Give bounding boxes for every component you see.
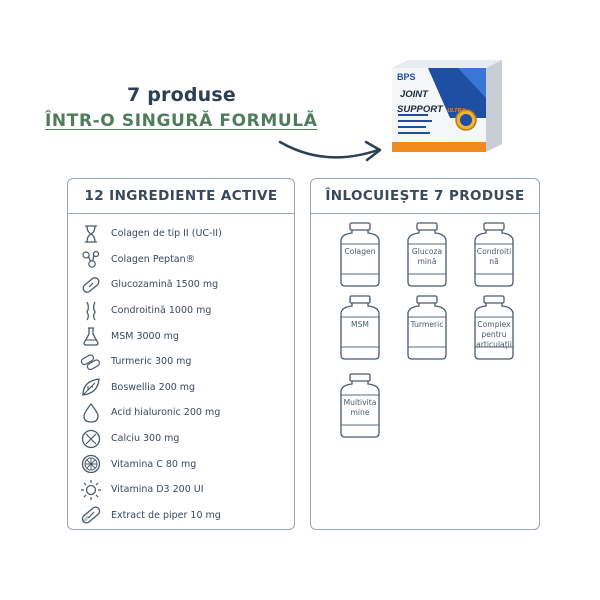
bottle-icon: Colagen	[338, 222, 382, 287]
citrus-icon	[81, 454, 101, 474]
replaced-products-panel-title: ÎNLOCUIEȘTE 7 PRODUSE	[325, 188, 525, 204]
ingredient-item: Vitamina C 80 mg	[80, 451, 290, 477]
ingredient-item: Boswellia 200 mg	[80, 375, 290, 401]
ingredient-label: Condroitină 1000 mg	[111, 305, 212, 317]
ingredient-label: Extract de piper 10 mg	[111, 509, 221, 521]
bottle-icon: Complex pentru articulații	[472, 295, 516, 360]
ingredient-item: Glucozamină 1500 mg	[80, 272, 290, 298]
hourglass-icon	[85, 225, 97, 243]
ingredient-item: Acid hialuronic 200 mg	[80, 400, 290, 426]
bottle-icon: Multivita mine	[338, 373, 382, 438]
bottle-icon: Turmeric	[405, 295, 449, 360]
leaf-icon	[82, 378, 100, 397]
bottle-icon: Condroiti nă	[472, 222, 516, 287]
product-name-suffix: ULTRA	[447, 108, 466, 114]
bottle-label: Multivita mine	[343, 398, 377, 417]
ingredient-item: Vitamina D3 200 UI	[80, 477, 290, 503]
ingredient-label: Calciu 300 mg	[111, 433, 180, 445]
ingredient-label: MSM 3000 mg	[111, 330, 179, 342]
bottle-label: Complex pentru articulații	[476, 320, 512, 349]
capsule-group-icon	[80, 354, 101, 370]
ingredient-label: Boswellia 200 mg	[111, 381, 196, 393]
ingredient-item: Calciu 300 mg	[80, 426, 290, 452]
bottle-label: Glucoza mină	[411, 247, 443, 266]
bottle-label: Condroiti nă	[476, 247, 512, 266]
joint-icon	[86, 301, 96, 320]
ingredient-label: Glucozamină 1500 mg	[111, 279, 219, 291]
product-brand: BPS	[397, 72, 416, 82]
replaced-products-panel: ÎNLOCUIEȘTE 7 PRODUSE	[310, 178, 540, 530]
capsule-icon	[82, 277, 100, 293]
calcium-icon	[81, 429, 101, 448]
ingredient-item: Colagen Peptan®	[80, 247, 290, 273]
ingredient-label: Acid hialuronic 200 mg	[111, 407, 221, 419]
flask-icon	[83, 327, 99, 346]
ingredient-item: Condroitină 1000 mg	[80, 298, 290, 324]
product-box-image: BPS JOINT SUPPORT ULTRA	[388, 58, 506, 154]
ingredient-item: Colagen de tip II (UC-II)	[80, 221, 290, 247]
bottle-icon: MSM	[338, 295, 382, 360]
molecule-icon	[82, 251, 100, 269]
product-name-line-1: JOINT	[400, 89, 428, 100]
ingredient-item: Turmeric 300 mg	[80, 349, 290, 375]
ingredient-label: Turmeric 300 mg	[111, 356, 192, 368]
headline-line-1: 7 produse	[127, 84, 236, 106]
bottle-label: Turmeric	[410, 320, 444, 329]
ingredient-label: Vitamina C 80 mg	[111, 458, 197, 470]
ingredients-panel-title: 12 INGREDIENTE ACTIVE	[84, 188, 278, 204]
droplet-icon	[83, 402, 99, 423]
product-name-line-2: SUPPORT	[397, 104, 443, 115]
ingredient-item: Extract de piper 10 mg	[80, 503, 290, 529]
pill-icon	[81, 506, 101, 524]
headline-line-2: ÎNTR-O SINGURĂ FORMULĂ	[45, 111, 318, 131]
bottle-label: Colagen	[344, 247, 376, 256]
ingredients-list: Colagen de tip II (UC-II) Colagen Peptan…	[80, 221, 290, 528]
sun-icon	[81, 479, 101, 500]
curved-arrow-icon	[278, 140, 382, 162]
ingredient-label: Colagen Peptan®	[111, 253, 196, 265]
bottle-label: MSM	[351, 320, 369, 329]
panel-divider	[311, 213, 539, 214]
ingredient-label: Colagen de tip II (UC-II)	[111, 228, 222, 240]
ingredient-item: MSM 3000 mg	[80, 323, 290, 349]
ingredient-label: Vitamina D3 200 UI	[111, 484, 204, 496]
bottle-icon: Glucoza mină	[405, 222, 449, 287]
panel-divider	[68, 213, 294, 214]
ingredients-panel: 12 INGREDIENTE ACTIVE Colagen de tip II …	[67, 178, 295, 530]
